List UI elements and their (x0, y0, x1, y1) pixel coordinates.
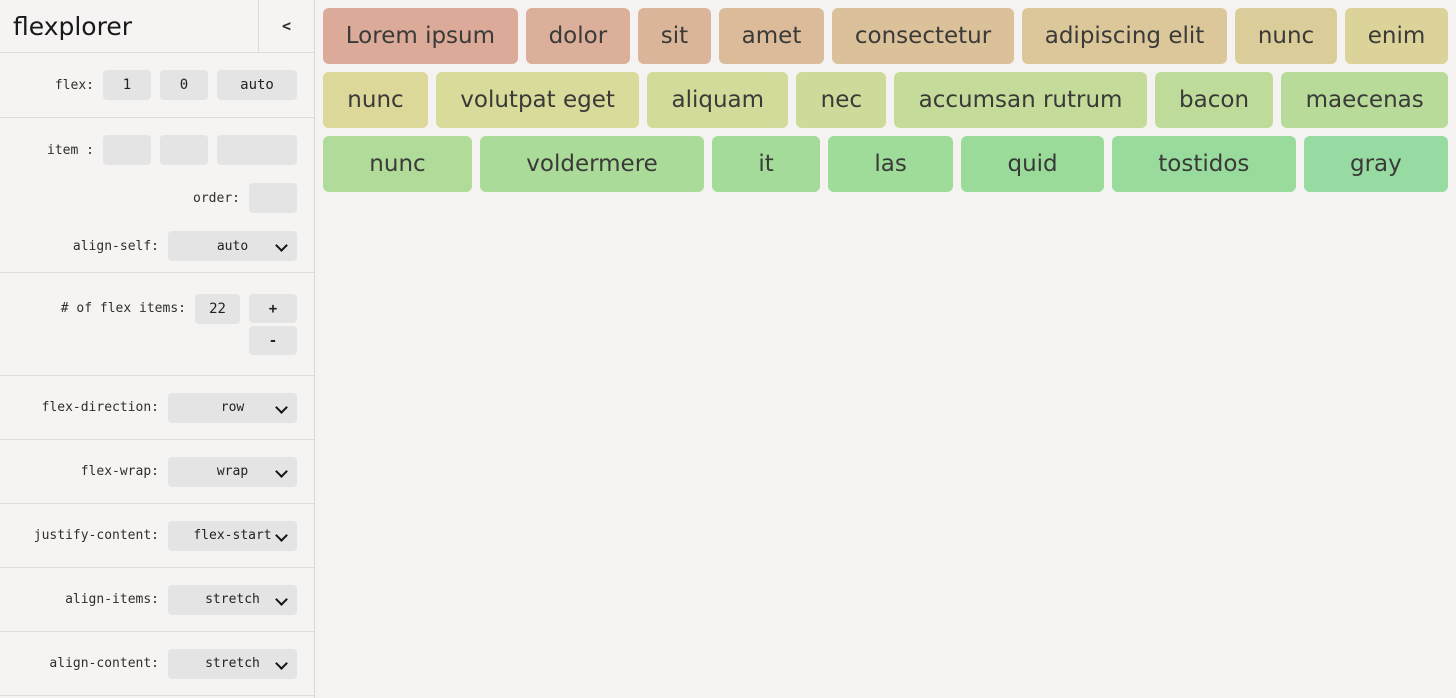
flex-item[interactable]: nunc (1235, 8, 1337, 64)
flex-item[interactable]: amet (718, 8, 825, 64)
chevron-down-icon (275, 464, 288, 478)
flex-item[interactable]: quid (961, 136, 1104, 192)
flex-direction-section: flex-direction: row (0, 376, 314, 440)
align-items-label: align-items: (65, 592, 159, 607)
remove-item-button[interactable]: - (249, 326, 297, 355)
item-section: item : order: align-self: auto (0, 118, 314, 273)
align-content-select[interactable]: stretch (168, 648, 297, 679)
flex-shrink-input[interactable] (160, 70, 208, 100)
flex-grow-input[interactable] (103, 70, 151, 100)
chevron-down-icon (275, 656, 288, 670)
align-self-value: auto (216, 238, 249, 254)
align-self-select[interactable]: auto (168, 231, 297, 261)
flex-item[interactable]: dolor (525, 8, 630, 64)
flex-item[interactable]: nec (796, 72, 887, 128)
chevron-down-icon (275, 528, 288, 542)
flex-item[interactable]: volutpat eget (435, 72, 640, 128)
item-count-input[interactable] (195, 294, 240, 324)
flex-item[interactable]: maecenas (1281, 72, 1449, 128)
flex-item[interactable]: Lorem ipsum (323, 8, 518, 64)
chevron-down-icon (275, 592, 288, 606)
sidebar-header: flexplorer < (0, 0, 314, 53)
item-flex-shrink-input[interactable] (160, 135, 208, 165)
align-self-label: align-self: (72, 238, 159, 254)
justify-content-select[interactable]: flex-start (168, 520, 297, 551)
flex-direction-value: row (220, 400, 245, 415)
item-count-section: # of flex items: + - (0, 273, 314, 376)
flex-item[interactable]: sit (637, 8, 711, 64)
item-flex-basis-input[interactable] (217, 135, 297, 165)
align-items-select[interactable]: stretch (168, 584, 297, 615)
align-content-section: align-content: stretch (0, 632, 314, 696)
item-flex-grow-input[interactable] (103, 135, 151, 165)
flex-item[interactable]: nunc (323, 136, 472, 192)
align-content-value: stretch (205, 656, 260, 671)
flex-shorthand-row: flex: (0, 70, 314, 100)
item-label: item : (47, 142, 94, 158)
flex-wrap-label: flex-wrap: (80, 464, 159, 479)
chevron-down-icon (275, 239, 288, 252)
flex-direction-select[interactable]: row (168, 392, 297, 423)
flex-item[interactable]: bacon (1154, 72, 1274, 128)
flex-shorthand-section: flex: (0, 53, 314, 118)
flex-item[interactable]: nunc (323, 72, 428, 128)
order-row: order: (0, 183, 314, 213)
item-flex-row: item : (0, 135, 314, 165)
order-input[interactable] (249, 183, 297, 213)
align-items-value: stretch (205, 592, 260, 607)
flex-item[interactable]: enim (1344, 8, 1449, 64)
flex-item[interactable]: accumsan rutrum (894, 72, 1147, 128)
sidebar-collapse-button[interactable]: < (258, 0, 314, 52)
align-content-label: align-content: (49, 656, 159, 671)
flex-wrap-section: flex-wrap: wrap (0, 440, 314, 504)
flex-wrap-select[interactable]: wrap (168, 456, 297, 487)
add-item-button[interactable]: + (249, 294, 297, 323)
flex-item[interactable]: it (712, 136, 821, 192)
sidebar: flexplorer < flex: item : order: (0, 0, 315, 698)
justify-content-section: justify-content: flex-start (0, 504, 314, 568)
chevron-down-icon (275, 400, 288, 414)
flex-direction-label: flex-direction: (41, 400, 159, 415)
flex-basis-input[interactable] (217, 70, 297, 100)
item-count-steppers: + - (249, 294, 297, 355)
flex-item[interactable]: las (828, 136, 954, 192)
item-count-row: # of flex items: + - (0, 294, 314, 355)
flex-item[interactable]: adipiscing elit (1021, 8, 1228, 64)
align-items-section: align-items: stretch (0, 568, 314, 632)
app-title: flexplorer (13, 11, 132, 41)
flex-item[interactable]: aliquam (647, 72, 789, 128)
flex-item[interactable]: tostidos (1111, 136, 1296, 192)
justify-content-value: flex-start (193, 528, 272, 543)
flex-wrap-value: wrap (216, 464, 249, 479)
justify-content-label: justify-content: (33, 528, 159, 543)
order-label: order: (193, 190, 240, 206)
align-self-row: align-self: auto (0, 231, 314, 261)
item-count-label: # of flex items: (60, 301, 186, 316)
flex-item[interactable]: voldermere (479, 136, 705, 192)
flex-item[interactable]: gray (1303, 136, 1449, 192)
flex-item[interactable]: consectetur (832, 8, 1014, 64)
flex-label: flex: (54, 77, 94, 93)
